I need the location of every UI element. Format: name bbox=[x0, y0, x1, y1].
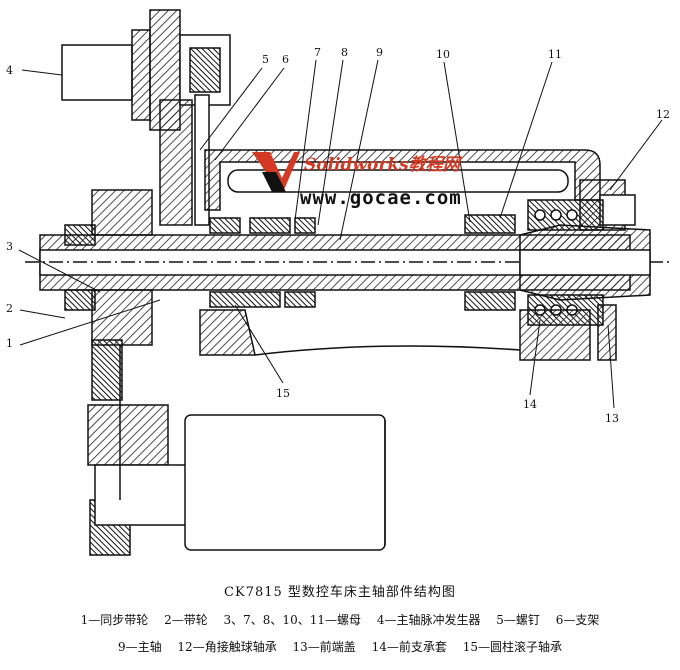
callout-1: 1 bbox=[6, 337, 13, 350]
callout-7: 7 bbox=[314, 46, 321, 59]
leader-lines bbox=[18, 59, 663, 409]
figure-caption: CK7815 型数控车床主轴部件结构图 bbox=[224, 585, 456, 600]
callout-9: 9 bbox=[376, 46, 383, 59]
callout-13: 13 bbox=[605, 412, 619, 425]
legend-item: 15—圆柱滚子轴承 bbox=[462, 640, 563, 654]
callout-6: 6 bbox=[282, 53, 289, 66]
legend-item: 2—带轮 bbox=[164, 613, 208, 627]
support-bracket bbox=[159, 94, 210, 226]
legend-item: 9—主轴 bbox=[117, 640, 162, 654]
legend-item: 4—主轴脉冲发生器 bbox=[376, 613, 481, 627]
callout-11: 11 bbox=[548, 48, 562, 61]
callout-14: 14 bbox=[523, 398, 537, 411]
callout-12: 12 bbox=[656, 108, 670, 121]
legend-item: 1—同步带轮 bbox=[80, 613, 149, 627]
callout-4: 4 bbox=[6, 64, 13, 77]
callout-15: 15 bbox=[276, 387, 290, 400]
callout-labels: 4 5 6 7 8 9 10 11 12 3 2 1 15 14 13 bbox=[6, 46, 670, 425]
legend-row-1: 1—同步带轮 2—带轮 3、7、8、10、11—螺母 4—主轴脉冲发生器 5—螺… bbox=[0, 611, 680, 628]
watermark-logo-icon bbox=[252, 152, 300, 192]
legend-row-2: 9—主轴 12—角接触球轴承 13—前端盖 14—前支承套 15—圆柱滚子轴承 bbox=[0, 638, 680, 655]
callout-8: 8 bbox=[341, 46, 348, 59]
callout-5: 5 bbox=[262, 53, 269, 66]
watermark-url: www.gocae.com bbox=[300, 187, 462, 209]
spindle-pulleys bbox=[64, 189, 153, 401]
lower-housing bbox=[199, 304, 617, 361]
callout-2: 2 bbox=[6, 302, 13, 315]
legend-item: 13—前端盖 bbox=[292, 640, 356, 654]
watermark-logo: Solidworks教程网 bbox=[304, 155, 463, 175]
legend-item: 3、7、8、10、11—螺母 bbox=[223, 613, 361, 627]
legend-item: 6—支架 bbox=[555, 613, 600, 627]
main-spindle bbox=[25, 224, 670, 301]
watermark: Solidworks教程网 www.gocae.com bbox=[252, 152, 463, 209]
legend-item: 12—角接触球轴承 bbox=[177, 640, 277, 654]
callout-3: 3 bbox=[6, 240, 13, 253]
legend-item: 5—螺钉 bbox=[496, 613, 540, 627]
callout-10: 10 bbox=[436, 48, 450, 61]
legend-item: 14—前支承套 bbox=[371, 640, 447, 654]
motor-assembly bbox=[87, 345, 386, 556]
